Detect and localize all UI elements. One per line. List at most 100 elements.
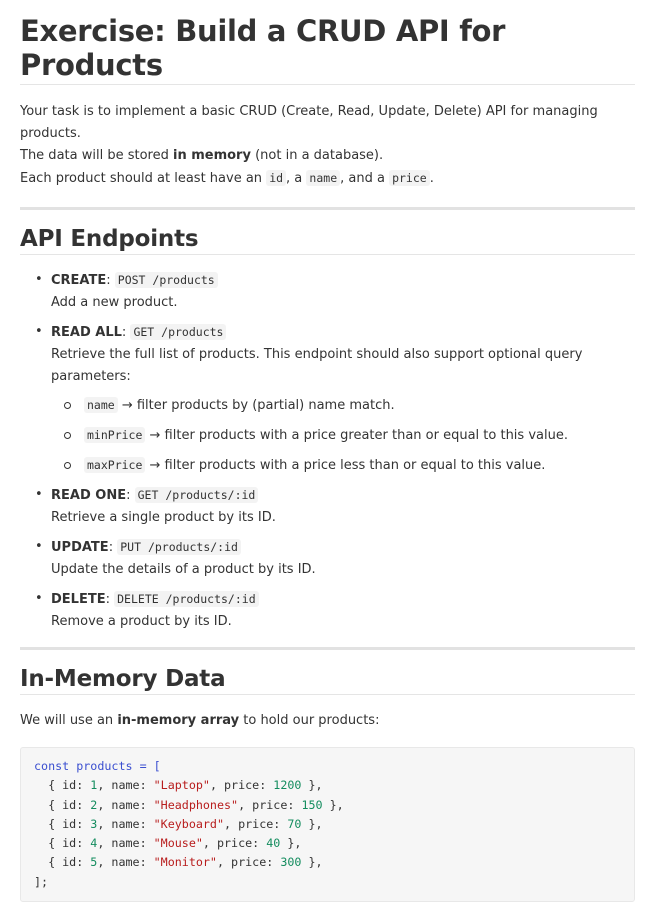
- endpoint-description: Retrieve a single product by its ID.: [51, 510, 276, 525]
- intro-bold: in memory: [172, 148, 251, 163]
- query-param-description: → filter products with a price greater t…: [149, 428, 568, 443]
- memory-text: We will use an: [20, 713, 118, 728]
- intro-text: .: [429, 171, 434, 186]
- field-code-price: price: [389, 170, 430, 186]
- endpoint-colon: :: [126, 488, 131, 503]
- endpoint-route: GET /products/:id: [134, 487, 259, 503]
- endpoint-label: UPDATE: [51, 540, 109, 555]
- bullet-icon: •: [35, 324, 43, 339]
- intro-text: , a: [286, 171, 307, 186]
- memory-heading: In-Memory Data: [20, 666, 635, 695]
- endpoint-description: Remove a product by its ID.: [51, 614, 232, 629]
- code-line: { id: 1, name: "Laptop", price: 1200 },: [34, 778, 323, 793]
- endpoints-heading: API Endpoints: [20, 226, 635, 255]
- intro-text: , and a: [340, 171, 390, 186]
- section-divider: [20, 207, 635, 210]
- endpoint-description: Update the details of a product by its I…: [51, 562, 316, 577]
- endpoint-item: • READ ONE: GET /products/:id Retrieve a…: [35, 484, 635, 529]
- query-param-item: maxPrice → filter products with a price …: [64, 454, 635, 477]
- code-close: ];: [34, 874, 49, 889]
- code-number: 70: [287, 816, 302, 831]
- field-code-id: id: [266, 170, 287, 186]
- endpoint-item: • READ ALL: GET /products Retrieve the f…: [35, 321, 635, 477]
- endpoint-label: CREATE: [51, 273, 107, 288]
- endpoint-method: GET: [133, 325, 155, 339]
- endpoint-colon: :: [108, 540, 114, 555]
- code-line: { id: 5, name: "Monitor", price: 300 },: [34, 855, 323, 870]
- code-number: 1: [90, 778, 98, 793]
- endpoint-path: /products/:id: [165, 488, 256, 502]
- endpoint-description: Add a new product.: [51, 295, 178, 310]
- endpoint-path: /products/:id: [147, 540, 238, 554]
- code-number: 150: [301, 797, 323, 812]
- intro-text: Each product should at least have an: [20, 171, 267, 186]
- intro-line-1: Your task is to implement a basic CRUD (…: [20, 104, 598, 141]
- code-string: "Mouse": [153, 836, 203, 851]
- code-line: { id: 2, name: "Headphones", price: 150 …: [34, 797, 344, 812]
- circle-bullet-icon: [64, 432, 71, 439]
- bullet-icon: •: [35, 539, 43, 554]
- intro-line-2: The data will be stored in memory (not i…: [20, 145, 635, 167]
- query-param-item: name → filter products by (partial) name…: [64, 394, 635, 417]
- code-line: { id: 3, name: "Keyboard", price: 70 },: [34, 816, 323, 831]
- endpoint-item: • CREATE: POST /products Add a new produ…: [35, 269, 635, 314]
- endpoint-method: POST: [117, 273, 146, 287]
- endpoint-route: DELETE /products/:id: [114, 591, 259, 607]
- code-string: "Keyboard": [153, 816, 225, 831]
- endpoint-colon: :: [105, 592, 110, 607]
- endpoint-path: /products: [161, 325, 224, 339]
- query-params-list: name → filter products by (partial) name…: [51, 394, 635, 477]
- field-code-name: name: [306, 170, 341, 186]
- code-number: 1200: [273, 778, 302, 793]
- code-number: 5: [90, 855, 98, 870]
- code-number: 4: [90, 836, 98, 851]
- code-number: 300: [280, 855, 302, 870]
- intro-line-3: Each product should at least have an id,…: [20, 167, 635, 190]
- endpoint-title: DELETE: DELETE /products/:id: [51, 588, 635, 611]
- query-param-description: → filter products with a price less than…: [149, 458, 546, 473]
- endpoint-method: DELETE: [117, 592, 159, 606]
- endpoint-title: READ ONE: GET /products/:id: [51, 484, 635, 507]
- endpoint-route: GET /products: [130, 324, 227, 340]
- endpoint-title: READ ALL: GET /products: [51, 321, 635, 344]
- endpoint-route: POST /products: [114, 272, 218, 288]
- code-number: 2: [90, 797, 98, 812]
- query-param-name: name: [84, 397, 118, 413]
- query-param-description: → filter products by (partial) name matc…: [121, 398, 395, 413]
- endpoint-colon: :: [121, 325, 127, 340]
- code-string: "Laptop": [153, 778, 210, 793]
- code-block: const products = [ { id: 1, name: "Lapto…: [20, 747, 635, 902]
- code-line: { id: 4, name: "Mouse", price: 40 },: [34, 836, 302, 851]
- intro-section: Your task is to implement a basic CRUD (…: [20, 101, 635, 190]
- code-string: "Headphones": [153, 797, 239, 812]
- bullet-icon: •: [35, 487, 43, 502]
- code-keyword: const: [34, 759, 70, 773]
- query-param-name: maxPrice: [84, 457, 146, 473]
- endpoint-title: UPDATE: PUT /products/:id: [51, 536, 635, 559]
- memory-bold: in-memory array: [117, 713, 240, 728]
- endpoint-label: READ ALL: [51, 325, 122, 340]
- query-param-item: minPrice → filter products with a price …: [64, 424, 635, 447]
- bullet-icon: •: [35, 272, 43, 287]
- intro-text: The data will be stored: [20, 148, 173, 163]
- endpoint-method: GET: [137, 488, 159, 502]
- bullet-icon: •: [35, 591, 43, 606]
- code-number: 40: [266, 836, 281, 851]
- endpoint-method: PUT: [120, 540, 141, 554]
- code-number: 3: [90, 816, 98, 831]
- endpoint-path: /products: [152, 273, 215, 287]
- memory-description: We will use an in-memory array to hold o…: [20, 710, 635, 732]
- endpoint-description: Retrieve the full list of products. This…: [51, 347, 583, 384]
- endpoints-list: • CREATE: POST /products Add a new produ…: [20, 269, 635, 633]
- code-string: "Monitor": [153, 855, 217, 870]
- intro-text: (not in a database).: [250, 148, 384, 163]
- section-divider: [20, 647, 635, 650]
- endpoint-title: CREATE: POST /products: [51, 269, 635, 292]
- endpoint-item: • UPDATE: PUT /products/:id Update the d…: [35, 536, 635, 581]
- endpoint-label: DELETE: [51, 592, 106, 607]
- memory-text: to hold our products:: [239, 713, 380, 728]
- query-param-name: minPrice: [84, 427, 146, 443]
- circle-bullet-icon: [64, 402, 71, 409]
- endpoint-path: /products/:id: [165, 592, 256, 606]
